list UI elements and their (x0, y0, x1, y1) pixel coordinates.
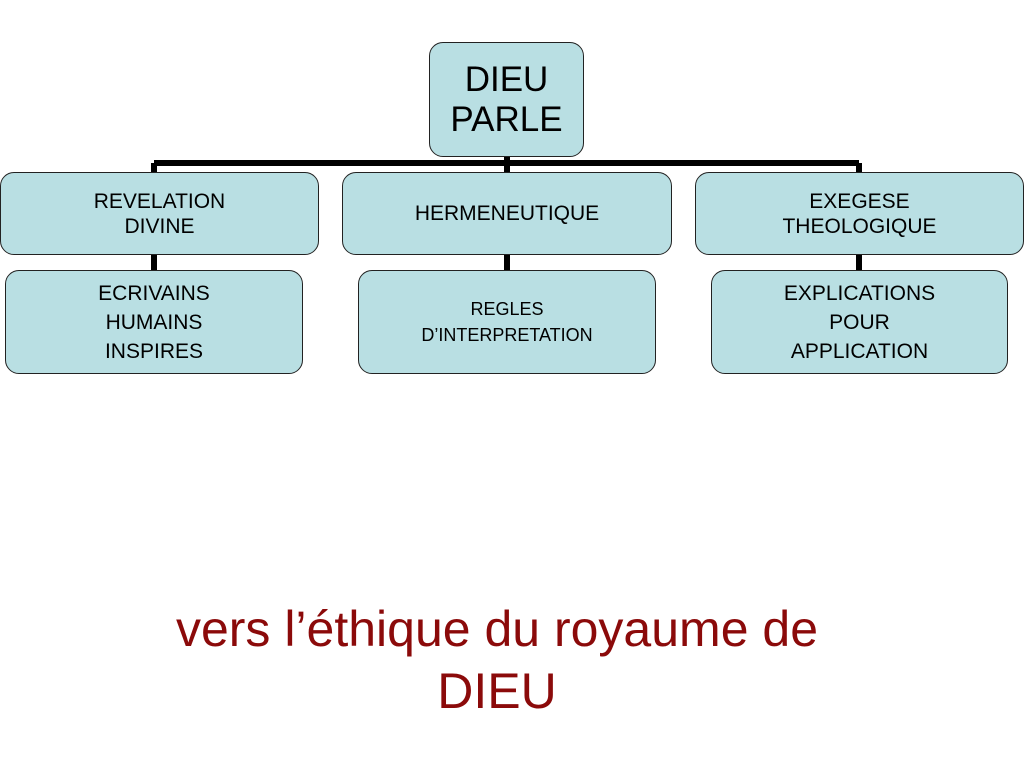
node-explications-pour-application: EXPLICATIONS POUR APPLICATION (711, 270, 1008, 374)
slide-caption: vers l’éthique du royaume de DIEU (175, 601, 819, 719)
node-dieu-parle: DIEU PARLE (429, 42, 584, 157)
node-hermeneutique: HERMENEUTIQUE (342, 172, 672, 255)
node-ecrivains-humains-inspires: ECRIVAINS HUMAINS INSPIRES (5, 270, 303, 374)
node-exegese-theologique: EXEGESE THEOLOGIQUE (695, 172, 1024, 255)
node-regles-interpretation: REGLES D’INTERPRETATION (358, 270, 656, 374)
node-revelation-divine: REVELATION DIVINE (0, 172, 319, 255)
